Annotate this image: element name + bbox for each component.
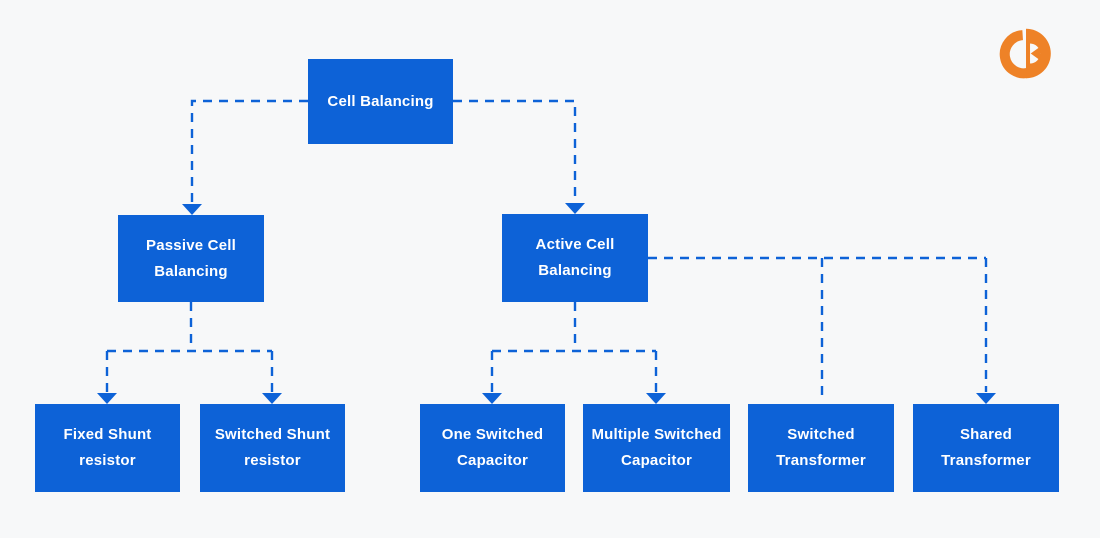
node-fixed-shunt-resistor: Fixed Shunt resistor — [35, 404, 180, 492]
node-label: Balancing — [538, 262, 612, 279]
node-one-switched-capacitor: One Switched Capacitor — [420, 404, 565, 492]
node-multiple-switched-capacitor: Multiple Switched Capacitor — [583, 404, 730, 492]
node-label: Transformer — [941, 452, 1031, 469]
node-label: One Switched — [441, 426, 544, 443]
edge-root-passive — [190, 99, 308, 204]
arrowhead-shared-transformer-icon — [976, 393, 996, 404]
node-label: resistor — [244, 452, 301, 469]
node-label: Shared — [959, 426, 1013, 443]
node-label: Balancing — [154, 262, 228, 280]
node-label: resistor — [79, 452, 136, 469]
node-label: Switched — [787, 426, 855, 443]
node-cell-balancing: Cell Balancing — [308, 59, 453, 144]
node-passive-cell-balancing: Passive Cell Balancing — [118, 215, 264, 302]
node-label: Transformer — [776, 452, 866, 469]
node-switched-transformer: Switched Transformer — [748, 404, 894, 492]
arrowhead-fixed-shunt-icon — [97, 393, 117, 404]
node-label: Fixed Shunt — [63, 426, 152, 443]
node-shared-transformer: Shared Transformer — [913, 404, 1059, 492]
node-label: Switched Shunt — [214, 426, 331, 443]
node-label: Cell Balancing — [327, 92, 434, 110]
arrowhead-passive-icon — [182, 204, 202, 215]
arrowhead-switched-shunt-icon — [262, 393, 282, 404]
node-label: Passive Cell — [146, 236, 236, 254]
node-active-cell-balancing: Active Cell Balancing — [502, 214, 648, 302]
node-label: Capacitor — [621, 452, 692, 469]
node-label: Multiple Switched — [591, 426, 722, 443]
brand-logo-icon — [990, 20, 1058, 87]
arrowhead-multi-cap-icon — [646, 393, 666, 404]
arrowhead-active-icon — [565, 203, 585, 214]
node-label: Active Cell — [535, 236, 615, 253]
node-label: Capacitor — [457, 452, 528, 469]
node-switched-shunt-resistor: Switched Shunt resistor — [200, 404, 345, 492]
arrowhead-one-cap-icon — [482, 393, 502, 404]
edge-root-active — [453, 99, 577, 203]
